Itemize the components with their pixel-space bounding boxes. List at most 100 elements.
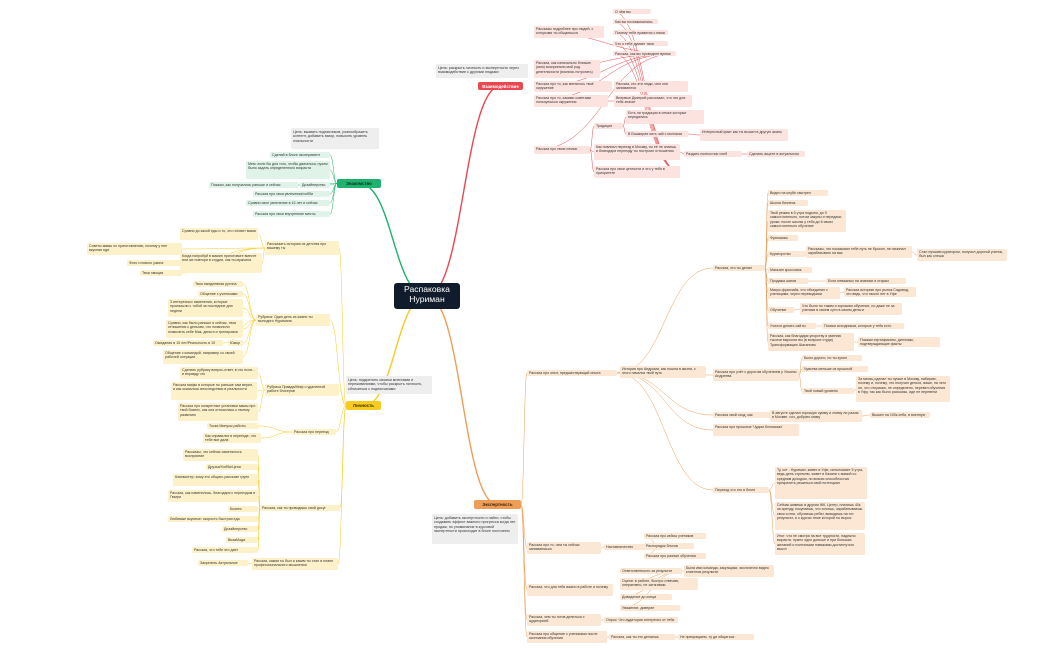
expertise-topic-node[interactable]: Ответственность за результат [620,568,682,574]
expertise-branch[interactable]: Экспертность [474,500,521,509]
acquaintance-topic-node[interactable]: Рассказ про свои увлечения/хобби [253,191,330,197]
personality-topic-node[interactable]: Бизнес [228,506,258,512]
interaction-topic-node[interactable]: Почему тебе нравится с ними общаться [613,30,668,35]
personality-topic-node[interactable]: Ожидания в 15 лет/Реальность в 19 [153,340,223,346]
interaction-topic-node[interactable]: О чём вы общаетесь [613,9,651,14]
personality-topic-node[interactable]: Сравни до какой еды и то, что готовит ма… [180,228,258,240]
personality-topic-node[interactable]: Тоска Минусы работы [207,423,259,429]
expertise-topic-node[interactable]: Рассказы, что показывал тебе путь не бро… [806,246,912,258]
personality-topic-node[interactable]: Дизайнерство [222,526,258,532]
expertise-topic-node[interactable]: Рассказ про опыт, предшествующий опыта [527,370,617,376]
expertise-topic-node[interactable]: Переход что это в блоге [713,487,769,493]
personality-topic-node[interactable]: Рассказы, что сейчас изменилось восприят… [183,449,258,461]
expertise-topic-node[interactable]: История про Андрома, как пошла в жизни, … [620,366,706,378]
interaction-topic-node[interactable]: Рассказ про то, какими советами пользуеш… [534,95,608,107]
expertise-topic-node[interactable]: За месяц сделал ты лучше в Москву, набир… [856,376,950,402]
interaction-branch[interactable]: Взаимодействие [478,82,523,90]
expertise-topic-node[interactable]: Распорядок блогов [644,543,694,549]
expertise-topic-node[interactable]: Кураторство [768,251,806,257]
interaction-topic-node[interactable]: Как вы познакомились [613,19,658,24]
personality-topic-node[interactable]: Сделать рубрику вопрос-ответ, в что если… [180,367,258,379]
expertise-topic-node[interactable]: Оцени: в работе, быстро отвечаю, операти… [620,578,698,590]
personality-topic-node[interactable]: Рассказать историю из детства про вашему… [265,241,339,255]
expertise-topic-node[interactable]: Было дорого, но ты купил [802,355,862,361]
interaction-topic-node[interactable]: Рассказ про свои ценности и что у тебя в… [594,166,680,178]
acquaintance-topic-node[interactable]: Сделай в блоге эксперимент [270,152,330,158]
expertise-topic-node[interactable]: Покажи сертификаты, дипломы, подтверждаю… [858,337,940,347]
personality-topic-node[interactable]: Рассказ, каким ты был и каким ты стал в … [252,558,338,570]
expertise-topic-node[interactable]: Рассказ про учёт с дорогим обучением у У… [713,369,799,381]
interaction-topic-node[interactable]: Рассказ, кто эти люди, чем они занимаютс… [614,81,688,92]
personality-topic-node[interactable]: Общение с учениками [198,291,243,297]
personality-topic-node[interactable]: Рассказ про переезд [292,429,336,435]
acquaintance-topic-node[interactable]: Мем: если бы для того, чтобы двигаться, … [246,161,330,179]
personality-topic-node[interactable]: ВизаМода [226,537,258,543]
expertise-topic-node[interactable]: В августе сделал хорошую сумму и сниму л… [770,410,862,422]
interaction-topic-node[interactable]: Рассказ про свою семью [534,146,590,154]
expertise-topic-node[interactable]: Чувства меньше из прошлой [802,366,868,372]
interaction-topic-node[interactable]: Сделать акцент в актуальном [747,151,805,157]
interaction-topic-node[interactable]: Впервые Дмитрий рассказал, что это для т… [614,95,692,107]
personality-topic-node[interactable]: Рубрика: Один день из жизни ты молодого … [256,314,330,326]
expertise-topic-node[interactable]: Поиски исходников, которые у тебя есть [822,323,904,329]
expertise-topic-node[interactable]: Рассказ, как ты это делаешь [609,634,675,640]
expertise-topic-node[interactable]: Учился делать сайты [768,323,816,329]
expertise-topic-node[interactable]: Наставничество [604,544,662,550]
expertise-topic-node[interactable]: Не прекращаем, ту ди общаться [678,634,754,640]
interaction-topic-node[interactable]: Есть ли традиции в семье которые передал… [626,110,704,124]
personality-topic-node[interactable]: Рассказ мифы в которые ты раньше сам вер… [171,382,257,400]
personality-topic-node[interactable]: Общение с командой, например со своей ра… [163,350,243,364]
expertise-topic-node[interactable]: Рассказ про разные обучения [644,553,706,559]
interaction-topic-node[interactable]: Рассказы подробнее про людей, с которыми… [534,26,604,38]
personality-topic-node[interactable]: Фото готового ужина [127,260,182,266]
personality-topic-node[interactable]: Рассказ про конкретные установки мамы пр… [178,403,258,421]
personality-topic-node[interactable]: Любимые вкусные: скорость быстрая еда [168,516,258,522]
expertise-topic-node[interactable]: Рассказ про кейсы учеников [644,533,706,539]
personality-branch[interactable]: Личность [346,401,381,410]
personality-topic-node[interactable]: Рассказ, как изменилось, благодаря с пер… [168,490,258,502]
expertise-topic-node[interactable]: Рассказ, как благодаря упорству и умению… [768,333,854,351]
interaction-topic-node[interactable]: Раздать полностью хлеб [684,151,742,157]
personality-topic-node[interactable]: Друзья/Хобби/Цена [206,464,258,470]
acquaintance-topic-node[interactable]: Покажи, как получалось раньше и сейчас [209,182,298,188]
interaction-topic-node[interactable]: Как повлиял переезд в Москву, ты её не з… [594,144,680,160]
expertise-topic-node[interactable]: Если неважных на знаниях и старых [826,278,906,284]
expertise-topic-node[interactable]: Итог: что не смотря на все трудности, на… [775,533,865,555]
expertise-topic-node[interactable]: Рассказ про то, чем ты сейчас занимаешьс… [527,542,601,554]
interaction-topic-node[interactable]: Рассказ, как изначально близкие (мои) во… [534,60,600,78]
personality-topic-node[interactable]: Твоя ежедневная рутина [193,281,243,287]
expertise-topic-node[interactable]: Вышел на 100к себя, в военную [870,412,930,418]
personality-topic-node[interactable]: Рассказ, что тебе это дает [192,547,258,553]
personality-topic-node[interactable]: Как справился в переезде, что тебе все д… [203,433,261,443]
interaction-topic-node[interactable]: Традиция [594,123,623,129]
personality-topic-node[interactable]: Сравни, как было раньше и сейчас, твои о… [166,320,243,338]
expertise-topic-node[interactable]: Твой новый уровень [802,388,854,394]
expertise-topic-node[interactable]: Магазин кроссовок [768,267,812,273]
expertise-topic-node[interactable]: Школа бизнеса [768,200,808,206]
interaction-topic-node[interactable]: Рассказ про то, как менялось твоё окруже… [534,81,612,92]
personality-topic-node[interactable]: 3 интересных изменения, которые произошл… [168,299,243,317]
expertise-topic-node[interactable]: Обучение [768,307,794,313]
expertise-topic-node[interactable]: Рассказ про общение с учениками после ок… [527,631,607,643]
expertise-topic-node[interactable]: Видео на клубе смотрел [768,190,828,196]
expertise-topic-node[interactable]: Ту, кот - Нуриман, живет в Уфе, испытыва… [775,467,867,499]
expertise-topic-node[interactable]: Франшизы [768,235,798,241]
acquaintance-topic-node[interactable]: Сравни свое увлечение в 15 лет и сейчас [246,200,330,206]
expertise-topic-node[interactable]: Была ими команда, закупщики, экологично … [684,565,774,577]
acquaintance-topic-node[interactable]: Дизайнерство [300,182,330,188]
personality-topic-node[interactable]: Рассказ, как ты проводишь свой досуг [260,505,340,511]
personality-topic-node[interactable]: Закрепить Актуальное [198,560,248,566]
personality-topic-node[interactable]: Юмор [228,340,243,346]
interaction-topic-node[interactable]: Интересный факт как ты вышел в другую жи… [700,129,788,141]
expertise-topic-node[interactable]: Рассказ, чем ты готов делиться с аудитор… [527,614,601,626]
personality-topic-node[interactable]: Когда попробуй в мамин приготовьте вмест… [180,253,262,273]
expertise-topic-node[interactable]: Рассказ, что для тебя важно в работе и п… [527,584,613,596]
interaction-topic-node[interactable]: Что о тебе думает твоя коллега [613,41,668,46]
personality-topic-node[interactable]: Компьютер: кому это общать рассказе груп… [173,474,258,486]
expertise-topic-node[interactable]: Сейчас живешь в другом ЖК, Центр, платиш… [775,502,865,530]
expertise-topic-node[interactable]: Рассказ, что ты делал [713,265,765,271]
expertise-topic-node[interactable]: Опрос: Что аудитории интересно от тебя [604,617,678,623]
expertise-topic-node[interactable]: Что было ты таким и хорошим обучение, но… [800,303,902,315]
expertise-topic-node[interactable]: Рассказ свой сход, как [713,412,775,418]
expertise-topic-node[interactable]: Продажа шагов [768,278,808,284]
